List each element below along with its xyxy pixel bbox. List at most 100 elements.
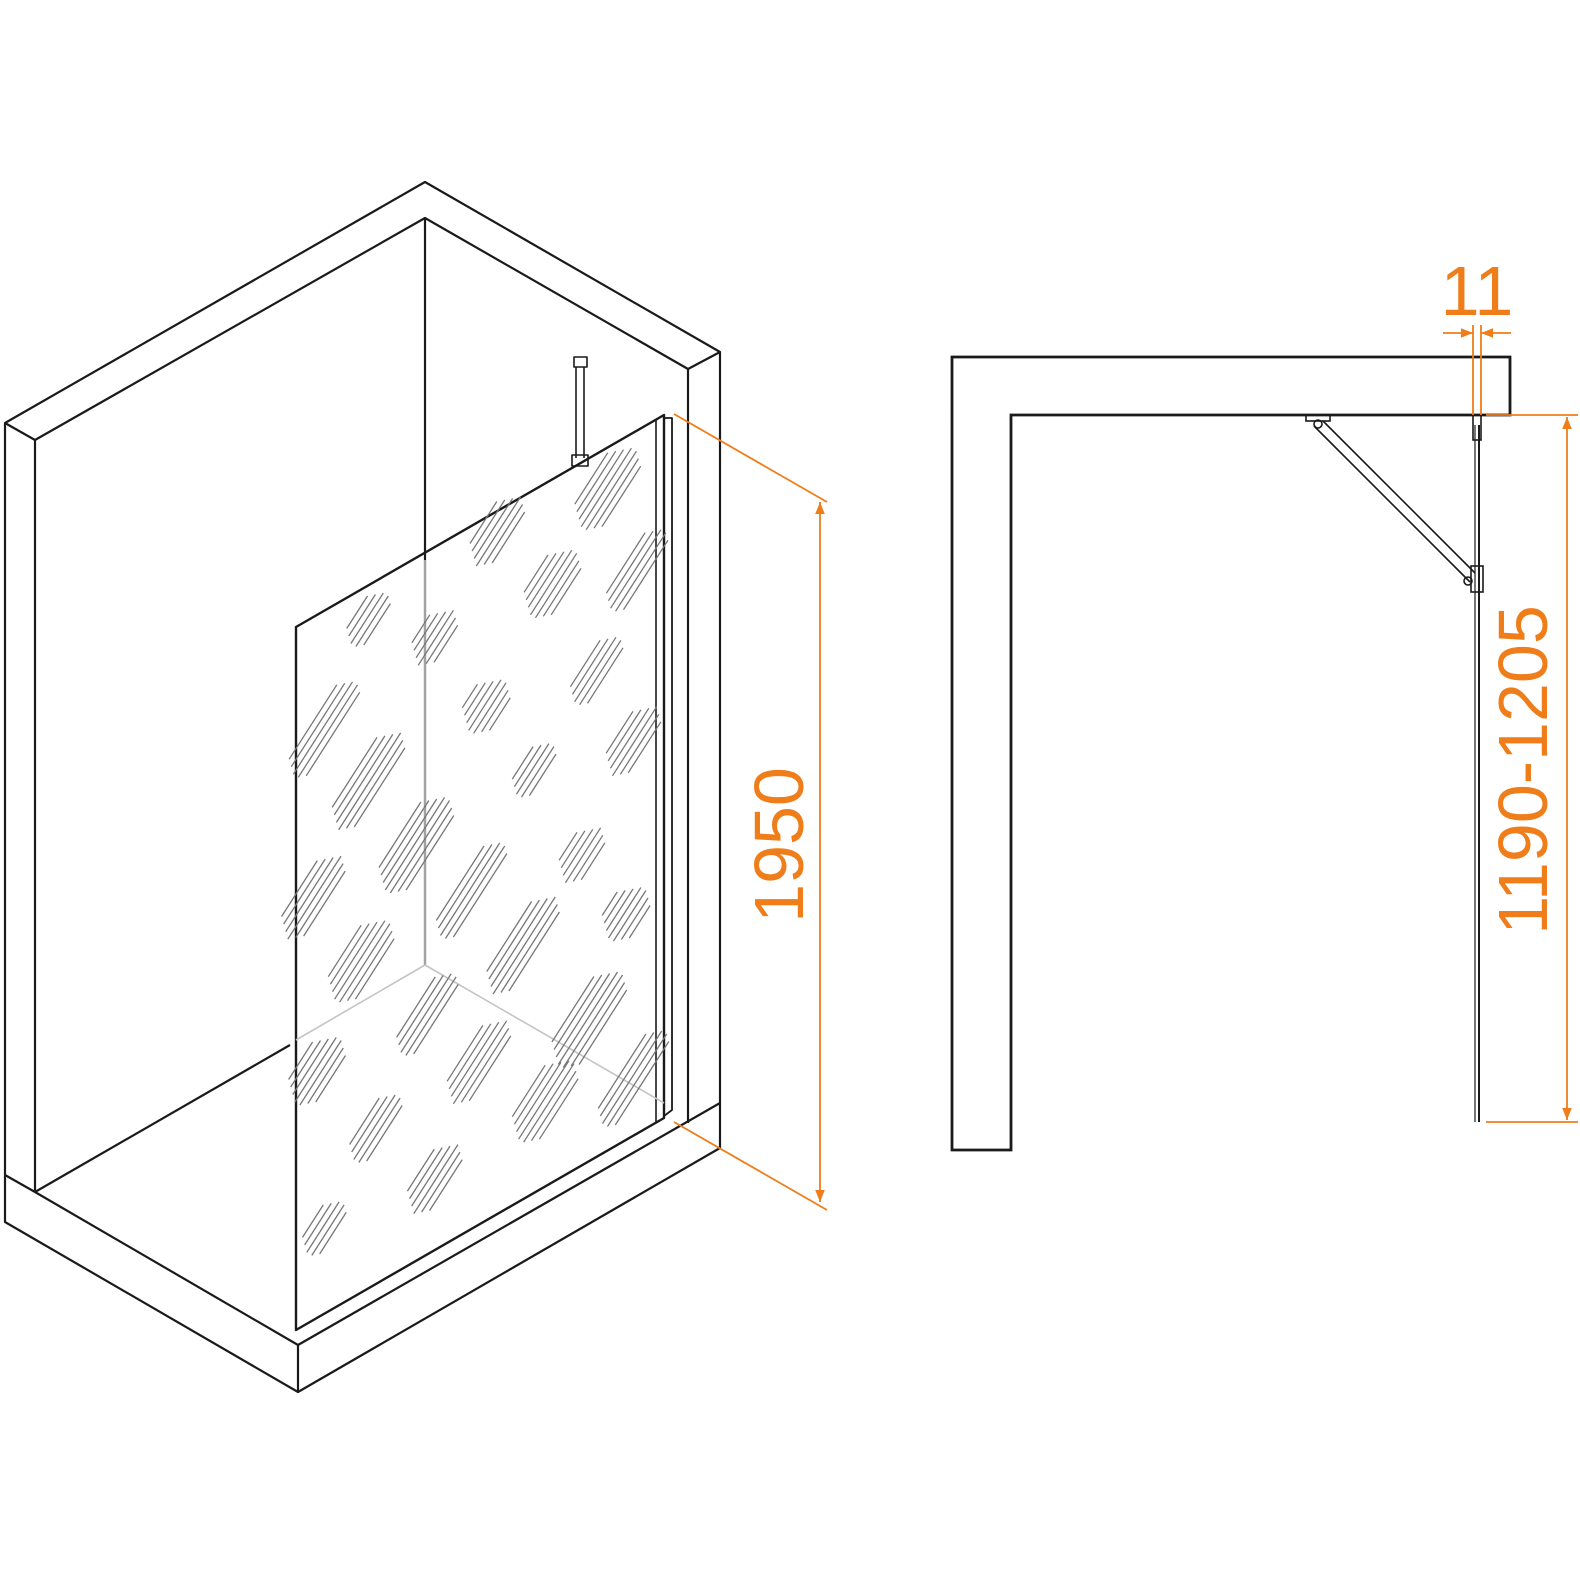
glass-stripe	[350, 592, 384, 644]
glass-stripe	[492, 896, 556, 995]
glass-stripe	[513, 1063, 554, 1125]
glass-stripe	[557, 971, 619, 1065]
glass-stripe	[294, 1037, 337, 1103]
glass-stripe	[389, 800, 451, 894]
glass-stripe	[460, 1027, 510, 1103]
glass-stripe	[564, 827, 602, 884]
glass-stripe	[333, 735, 386, 816]
glass-stripe	[353, 1094, 396, 1160]
glass-stripe	[620, 897, 649, 940]
isometric-view	[3, 180, 722, 1394]
glass-stripe	[607, 887, 642, 939]
plan-view	[950, 355, 1512, 1152]
glass-stripe	[287, 855, 342, 940]
glass-stripe	[446, 1024, 484, 1082]
glass-stripe	[528, 753, 557, 796]
glass-stripe	[315, 1055, 347, 1103]
glass-stripe	[473, 682, 507, 734]
glass-stripe	[562, 974, 624, 1068]
glass-stripe	[574, 636, 617, 703]
glass-stripe	[450, 1021, 500, 1097]
glass-stripe	[348, 594, 376, 637]
glass-stripe	[488, 899, 540, 980]
outer-wall-outline	[3, 180, 722, 1394]
glass-stripe	[327, 924, 362, 978]
glass-stripe	[398, 975, 444, 1046]
glass-stripe	[468, 679, 502, 731]
glass-stripe	[586, 647, 624, 704]
through-glass-lines	[295, 560, 665, 1104]
glass-stripe	[288, 684, 338, 760]
glass-stripe	[518, 1060, 570, 1140]
glass-stripe	[435, 845, 485, 921]
glass-stripe	[411, 1145, 451, 1207]
glass-stripe	[508, 911, 560, 992]
glass-stripe	[299, 1040, 342, 1106]
ceiling-support-rod	[571, 356, 589, 467]
glass-stripe	[558, 831, 578, 861]
glass-stripe	[421, 1151, 461, 1213]
glass-stripe	[607, 709, 642, 762]
glass-stripe	[335, 734, 394, 823]
glass-stripe	[448, 1023, 492, 1090]
glass-stripe	[603, 890, 626, 924]
glass-stripe	[560, 830, 586, 869]
glass-panel	[294, 413, 666, 1332]
glass-stripe	[406, 1148, 435, 1192]
glass-stripe	[593, 458, 640, 529]
glass-stripe	[622, 539, 669, 611]
glass-stripe	[295, 863, 344, 938]
glass-stripe	[349, 1097, 380, 1145]
glass-stripe	[338, 732, 402, 831]
glass-stripe	[611, 706, 658, 777]
glass-stripe	[612, 890, 647, 942]
glass-stripe	[292, 681, 354, 775]
glass-stripe	[444, 845, 506, 939]
glass-stripe	[571, 638, 609, 695]
profile-width-label: 11	[1441, 252, 1514, 330]
glass-stripe	[382, 798, 438, 883]
glass-stripe	[466, 680, 494, 724]
glass-stripe	[283, 858, 326, 925]
arm-range-dimension: 1190-1205	[1484, 414, 1578, 1123]
glass-stripe	[334, 920, 386, 1000]
glass-stripe	[523, 554, 549, 593]
glass-stripe	[515, 1061, 562, 1133]
glass-stripe	[599, 1032, 655, 1117]
glass-stripe	[609, 707, 650, 769]
wall-profile	[663, 417, 673, 1117]
glass-stripe	[520, 746, 555, 798]
glass-stripe-pattern	[280, 447, 670, 1256]
profile-width-dimension: 11	[1441, 252, 1514, 415]
glass-stripe	[601, 891, 618, 916]
glass-stripe	[408, 1147, 443, 1199]
height-dimension: 1950	[673, 413, 828, 1211]
glass-stripe	[469, 501, 498, 544]
glass-stripe	[331, 737, 378, 808]
glass-stripe	[384, 797, 446, 891]
glass-stripe	[400, 973, 452, 1053]
glass-stripe	[578, 989, 628, 1065]
glass-stripe	[491, 511, 526, 564]
glass-stripe	[461, 683, 478, 709]
glass-stripe	[570, 982, 626, 1067]
glass-stripe	[288, 1041, 314, 1080]
glass-stripe	[417, 609, 454, 666]
glass-stripe	[551, 976, 595, 1043]
glass-stripe	[529, 549, 573, 616]
glass-stripe	[304, 1203, 332, 1246]
glass-stripe	[511, 1064, 546, 1118]
glass-stripe	[481, 689, 509, 733]
glass-stripe	[331, 921, 378, 993]
glass-stripe	[363, 603, 391, 646]
glass-stripe	[290, 1040, 322, 1088]
glass-stripe	[576, 450, 617, 513]
arm-range-label: 1190-1205	[1484, 605, 1562, 935]
glass-stripe	[452, 1020, 508, 1105]
glass-stripe	[523, 1063, 575, 1143]
glass-stripe	[628, 905, 651, 939]
glass-stripe	[305, 691, 361, 777]
glass-stripe	[562, 828, 594, 876]
glass-stripe	[290, 682, 346, 768]
